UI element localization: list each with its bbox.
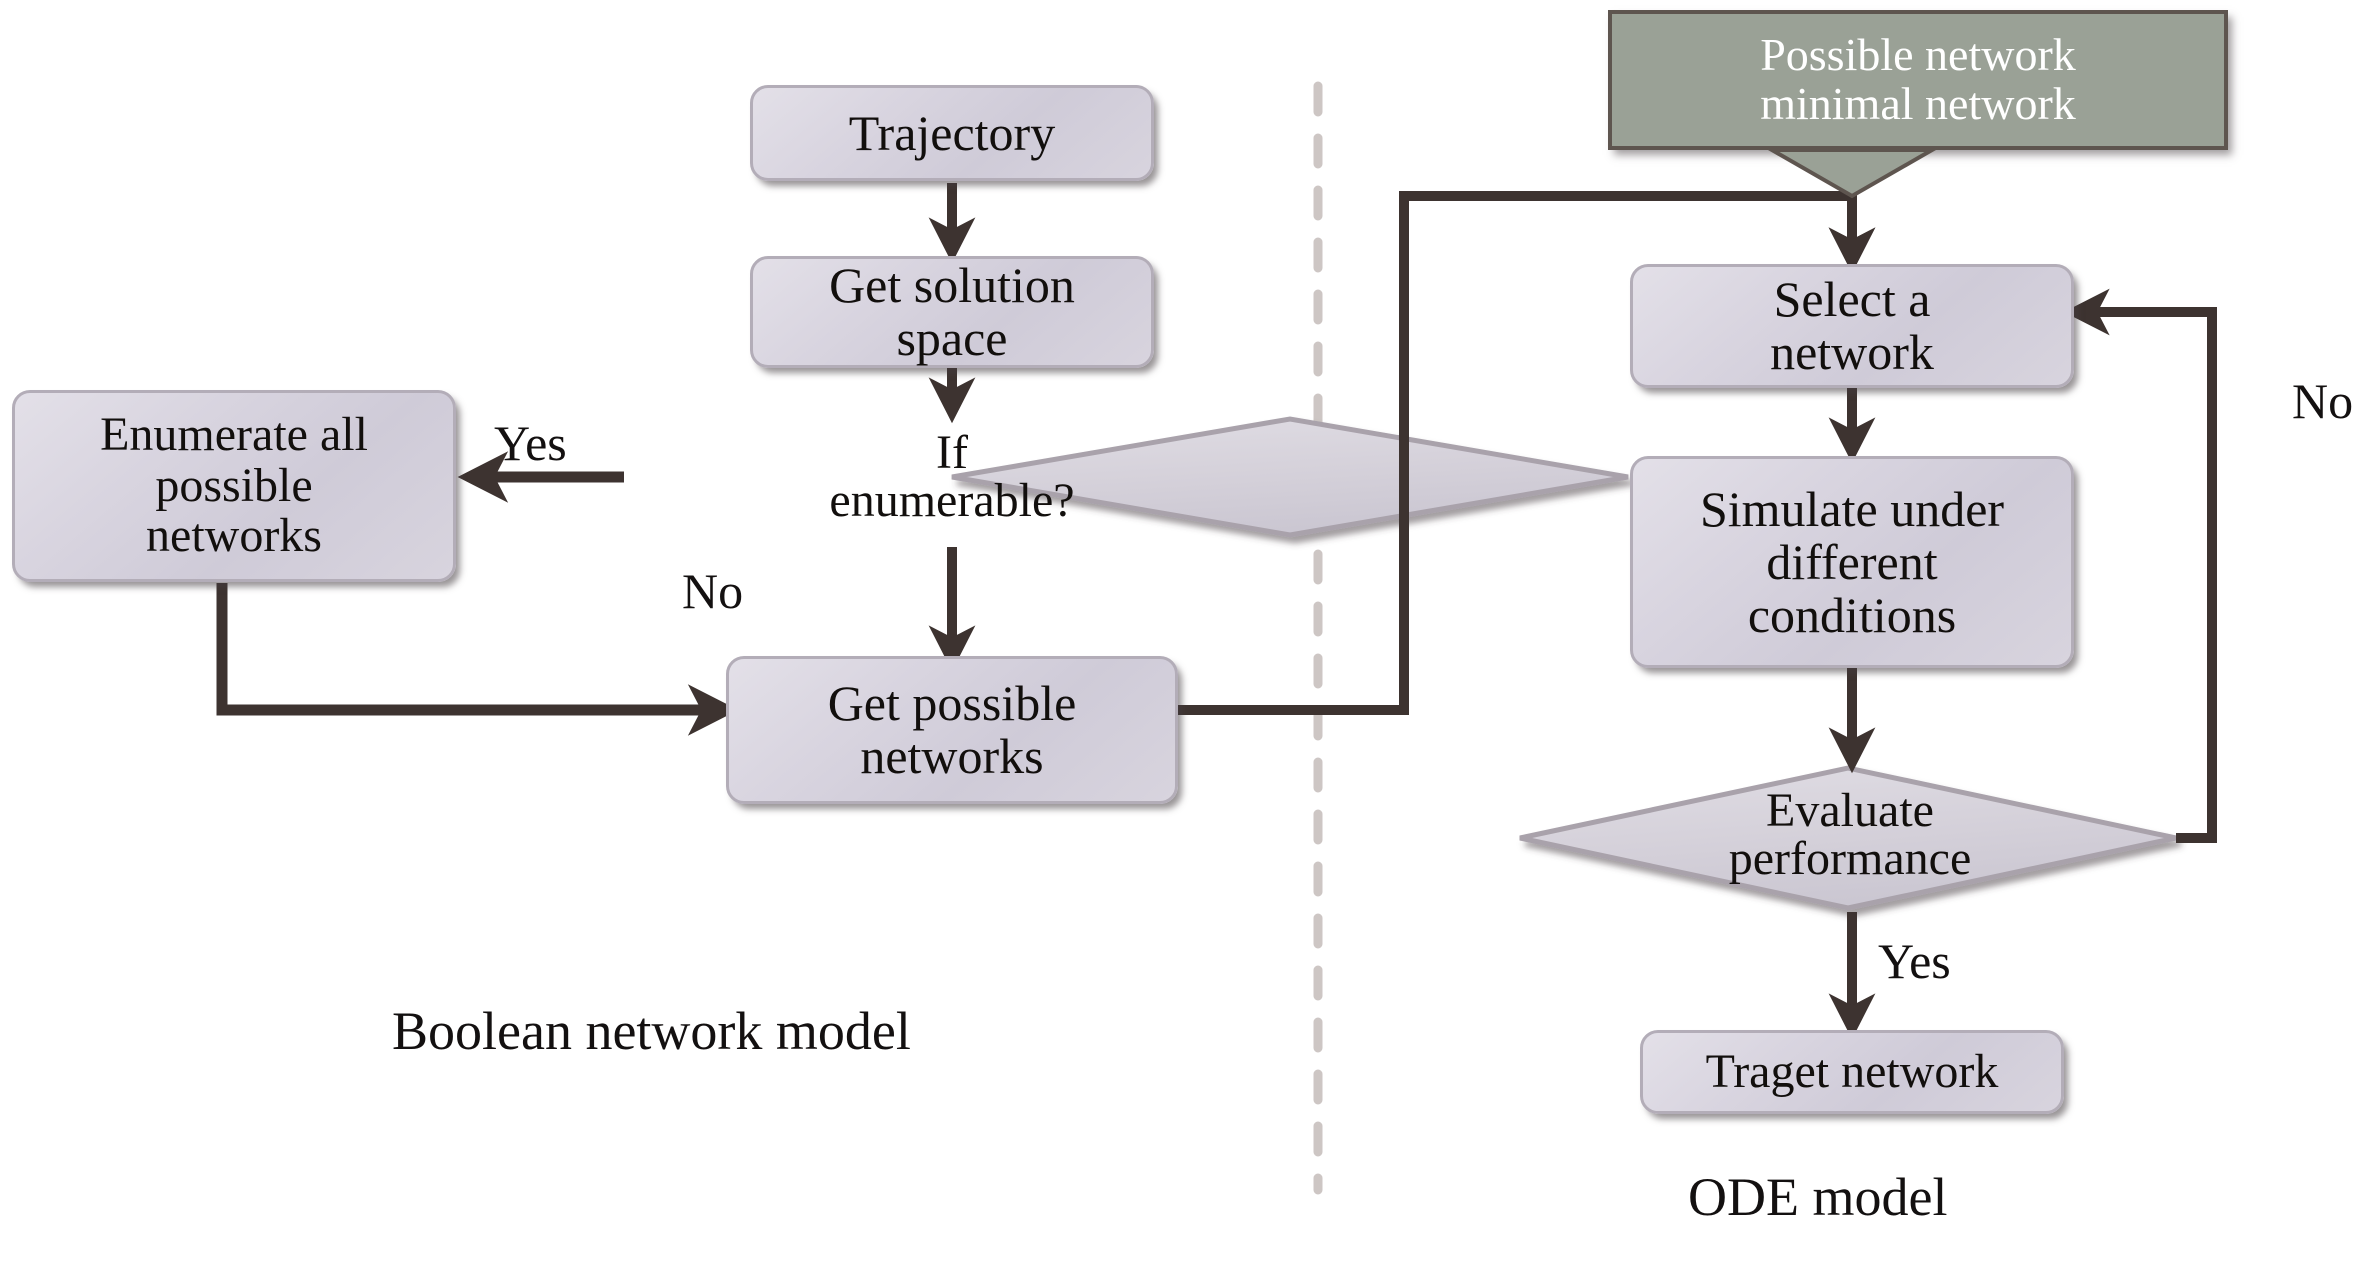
- node-get-solution-space-line1: Get solution: [829, 257, 1075, 313]
- node-trajectory[interactable]: Trajectory: [750, 85, 1154, 181]
- edge-enumerate-to-get-possible: [216, 583, 739, 736]
- node-get-possible[interactable]: Get possible networks: [726, 656, 1178, 804]
- edge-label-yes-evaluate: Yes: [1878, 933, 1951, 989]
- node-enumerate-all-line2: possible: [155, 458, 313, 512]
- edge-label-no-enumerable: No: [682, 563, 744, 619]
- node-select-network-line2: network: [1770, 324, 1934, 380]
- node-evaluate-performance-line2: performance: [1728, 832, 1972, 885]
- node-simulate-line3: conditions: [1747, 586, 1957, 643]
- node-simulate[interactable]: Simulate under different conditions: [1630, 456, 2074, 668]
- if-enumerable-diamond: [951, 416, 1629, 538]
- node-simulate-line2: different: [1766, 533, 1938, 590]
- node-target-network-label: Traget network: [1705, 1044, 1999, 1098]
- node-get-possible-line2: networks: [860, 728, 1044, 784]
- node-possible-minimal-line1: Possible network: [1760, 29, 2076, 81]
- banner-notch-icon: [1764, 148, 1940, 199]
- node-select-network-line1: Select a: [1773, 271, 1931, 327]
- edge-label-yes-enumerable: Yes: [494, 415, 567, 471]
- node-select-network[interactable]: Select a network: [1630, 264, 2074, 388]
- node-enumerate-all-line1: Enumerate all: [100, 407, 368, 461]
- node-get-solution-space-line2: space: [896, 310, 1008, 366]
- node-trajectory-label: Trajectory: [848, 104, 1056, 161]
- node-possible-minimal[interactable]: Possible network minimal network: [1608, 10, 2228, 150]
- node-get-possible-line1: Get possible: [827, 675, 1077, 731]
- edge-label-no-evaluate: No: [2292, 373, 2354, 429]
- caption-boolean-network-model: Boolean network model: [392, 1001, 911, 1061]
- node-evaluate-performance[interactable]: Evaluate performance: [1672, 778, 2028, 892]
- node-target-network[interactable]: Traget network: [1640, 1030, 2064, 1114]
- node-if-enumerable-line1: If: [936, 426, 968, 479]
- node-evaluate-performance-line1: Evaluate: [1766, 784, 1934, 837]
- caption-ode-model: ODE model: [1688, 1167, 1948, 1227]
- node-if-enumerable-line2: enumerable?: [829, 474, 1075, 527]
- node-possible-minimal-line2: minimal network: [1760, 78, 2076, 129]
- node-get-solution-space[interactable]: Get solution space: [750, 256, 1154, 368]
- edge-evaluate-no-to-select: [2063, 288, 2217, 843]
- node-if-enumerable[interactable]: If enumerable?: [792, 418, 1112, 536]
- node-enumerate-all[interactable]: Enumerate all possible networks: [12, 390, 456, 582]
- node-simulate-line1: Simulate under: [1699, 480, 2005, 537]
- node-enumerate-all-line3: networks: [146, 509, 322, 563]
